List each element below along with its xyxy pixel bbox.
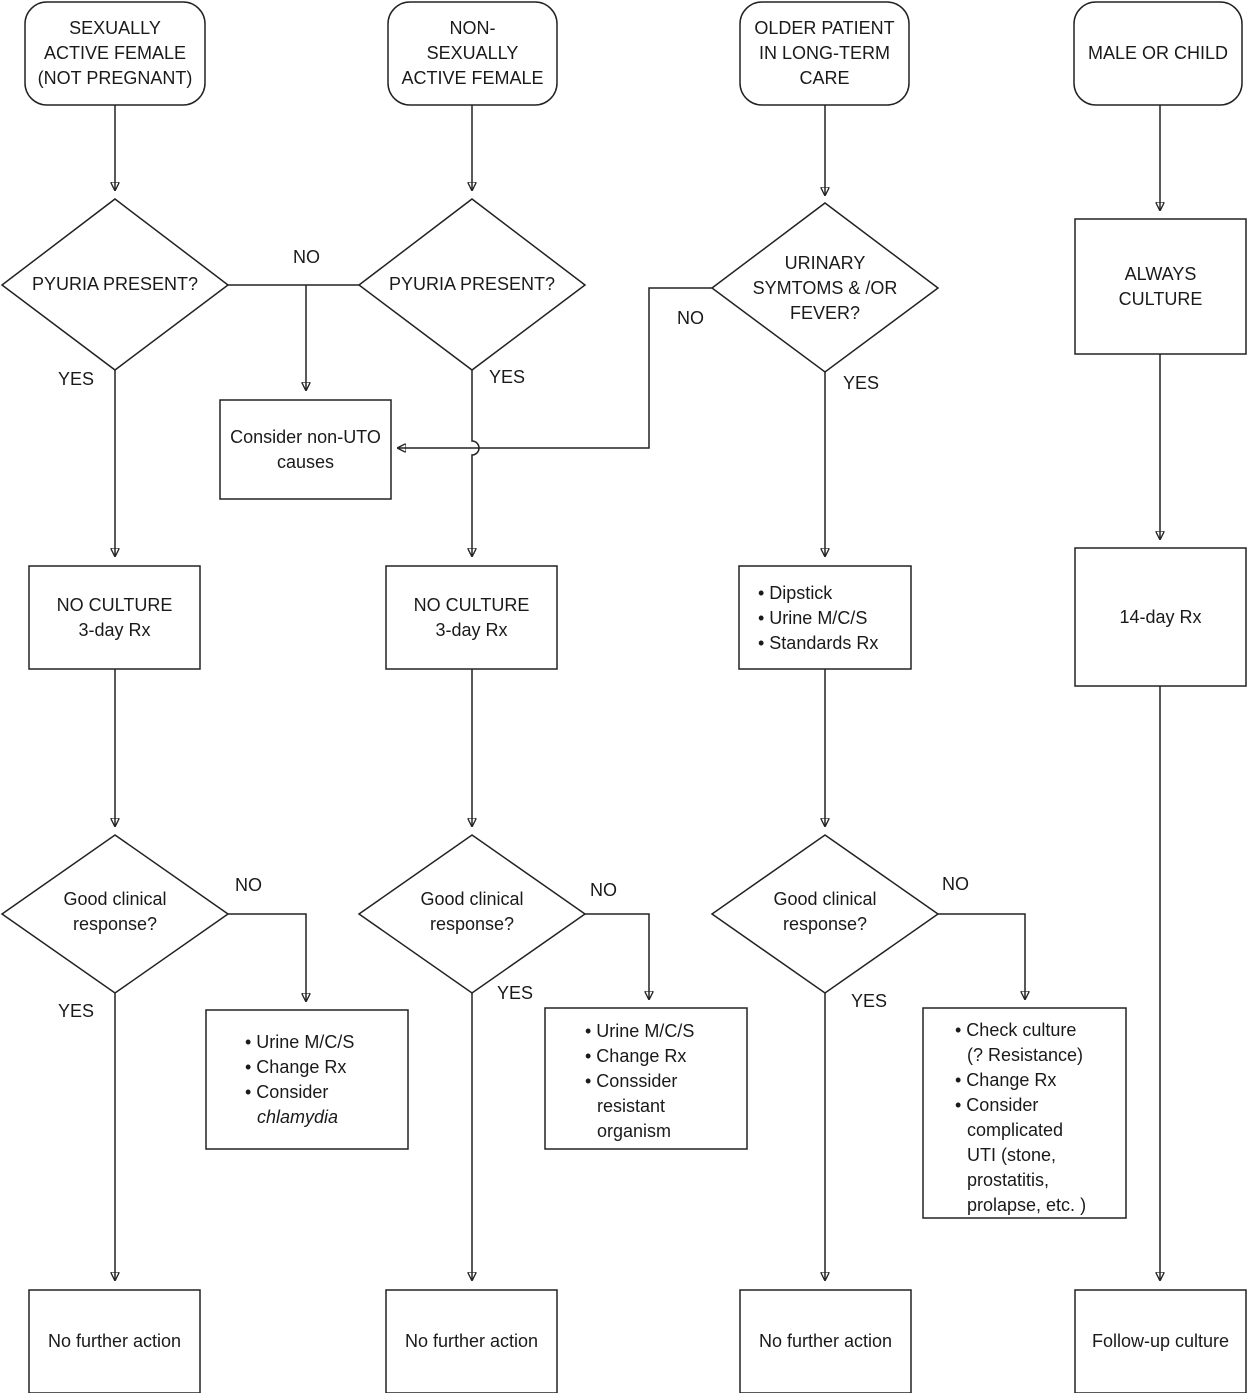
yes-label: YES (58, 1001, 95, 1021)
connector (472, 370, 480, 556)
end-text-2: No further action (404, 1331, 539, 1351)
response-text-1: Good clinical response? (63, 889, 167, 934)
decision-text-urinary-symptoms: URINARY SYMTOMS & /OR FEVER? (752, 252, 898, 323)
connector (398, 287, 712, 448)
decision-response-3 (710, 834, 940, 994)
start-text-sexually-active-female: SEXUALLY ACTIVE FEMALE (NOT PREGNANT) (37, 18, 193, 88)
action-text-3: • Dipstick • Urine M/C/S • Standards Rx (758, 583, 879, 653)
no-label: NO (235, 875, 262, 895)
decision-response-2 (357, 834, 587, 994)
decision-urinary-symptoms (710, 202, 940, 373)
yes-label: YES (489, 367, 526, 387)
always-culture-text: ALWAYS CULTURE (1118, 263, 1203, 309)
start-text-older-patient: OLDER PATIENT IN LONG-TERM CARE (754, 18, 895, 88)
decision-text-pyuria-1: PYURIA PRESENT? (31, 273, 199, 294)
end-node-2 (385, 1289, 558, 1393)
process-no-action-3 (922, 1007, 1127, 1219)
connector (938, 913, 1025, 999)
process-action-2 (385, 565, 558, 670)
end-node-3 (739, 1289, 912, 1393)
decision-text-pyuria-2: PYURIA PRESENT? (388, 273, 556, 294)
no-action-text-2: • Urine M/C/S • Change Rx • Conssider re… (585, 1021, 695, 1141)
yes-label: YES (497, 983, 534, 1003)
decision-pyuria-1 (0, 198, 230, 371)
end-text-1: No further action (47, 1331, 182, 1351)
connector (228, 913, 306, 1001)
end-node-4 (1074, 1289, 1247, 1393)
yes-label: YES (843, 373, 880, 393)
decision-pyuria-2 (357, 198, 587, 371)
process-no-action-2 (544, 1007, 748, 1150)
fourteen-day-rx-text: 14-day Rx (1119, 606, 1202, 627)
process-action-3 (738, 565, 912, 670)
response-text-3: Good clinical response? (773, 889, 877, 934)
response-text-2: Good clinical response? (420, 889, 524, 934)
end-node-1 (28, 1289, 201, 1393)
start-text-male-or-child: MALE OR CHILD (1087, 43, 1229, 63)
end-text-4: Follow-up culture (1091, 1331, 1230, 1351)
start-node-male-or-child (1073, 1, 1243, 106)
no-label: NO (677, 308, 704, 328)
no-action-text-1: • Urine M/C/S • Change Rx • Consider chl… (245, 1032, 355, 1127)
process-no-action-1 (205, 1009, 409, 1150)
process-always-culture (1074, 218, 1247, 355)
no-action-text-3: • Check culture (? Resistance) • Change … (955, 1020, 1087, 1215)
end-text-3: No further action (758, 1331, 893, 1351)
yes-label: YES (58, 369, 95, 389)
action-text-1: NO CULTURE 3-day Rx (56, 594, 173, 640)
yes-label: YES (851, 991, 888, 1011)
process-14-day-rx (1074, 547, 1247, 687)
action-text-2: NO CULTURE 3-day Rx (413, 594, 530, 640)
no-label: NO (293, 247, 320, 267)
start-node-non-sexually-active-female (387, 1, 558, 106)
process-action-1 (28, 565, 201, 670)
non-uti-text: Consider non-UTO causes (230, 426, 381, 472)
no-label: NO (590, 880, 617, 900)
start-node-older-patient (739, 1, 910, 106)
no-label: NO (942, 874, 969, 894)
decision-response-1 (0, 834, 230, 994)
start-text-non-sexually-active-female: NON- SEXUALLY ACTIVE FEMALE (401, 18, 544, 88)
connector (585, 913, 649, 999)
start-node-sexually-active-female (24, 1, 206, 106)
process-non-uti (219, 399, 392, 500)
